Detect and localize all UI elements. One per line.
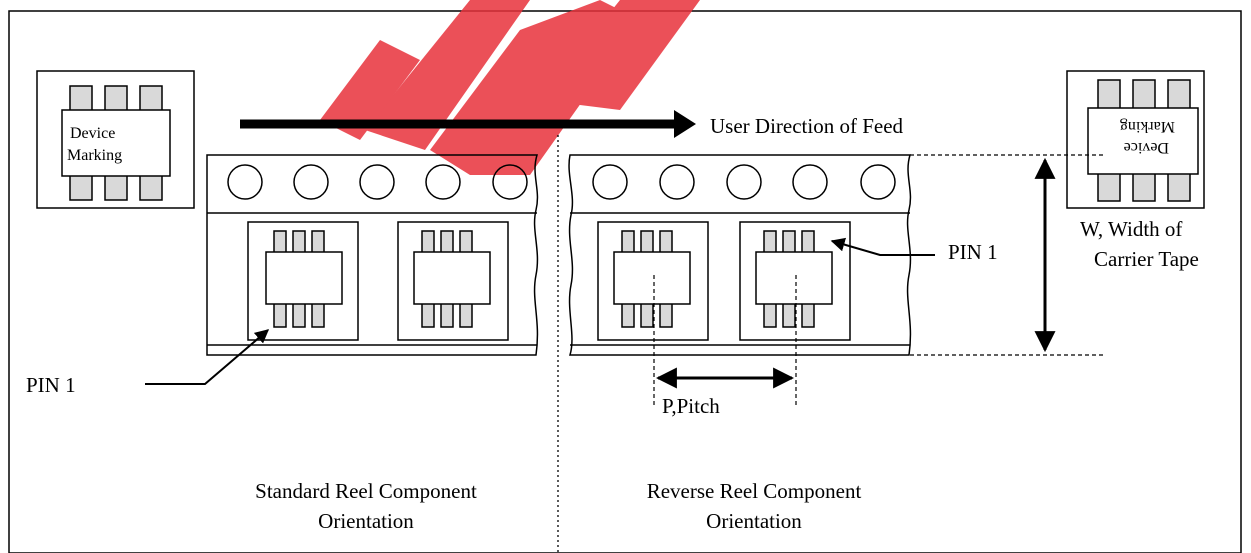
reverse-caption-line1: Reverse Reel Component: [647, 479, 862, 503]
pin1-leader-left: [145, 329, 270, 385]
width-label-line2: Carrier Tape: [1094, 247, 1199, 271]
device-marking-icon-right: Device Marking: [1066, 70, 1205, 209]
feed-direction-label: User Direction of Feed: [710, 114, 904, 138]
device-marking-label-line1: Device: [70, 125, 115, 142]
device-marking-flipped-line2: Marking: [1120, 118, 1175, 135]
device-marking-icon-left: Device Marking: [36, 70, 195, 209]
pin1-leader-right: [830, 237, 935, 256]
watermark-logo: [320, 0, 700, 175]
pin1-label-right: PIN 1: [948, 240, 998, 264]
reverse-caption-line2: Orientation: [706, 509, 802, 533]
feed-direction-arrowhead: [674, 110, 696, 138]
pitch-label: P,Pitch: [662, 394, 720, 418]
standard-carrier-tape: [206, 154, 539, 356]
device-marking-label-line2: Marking: [67, 147, 122, 164]
standard-caption-line2: Orientation: [318, 509, 414, 533]
pin1-label-left: PIN 1: [26, 373, 76, 397]
standard-caption-line1: Standard Reel Component: [255, 479, 477, 503]
reverse-carrier-tape: [568, 154, 912, 408]
width-label-line1: W, Width of: [1080, 217, 1182, 241]
device-marking-flipped-line1: Device: [1124, 139, 1169, 156]
